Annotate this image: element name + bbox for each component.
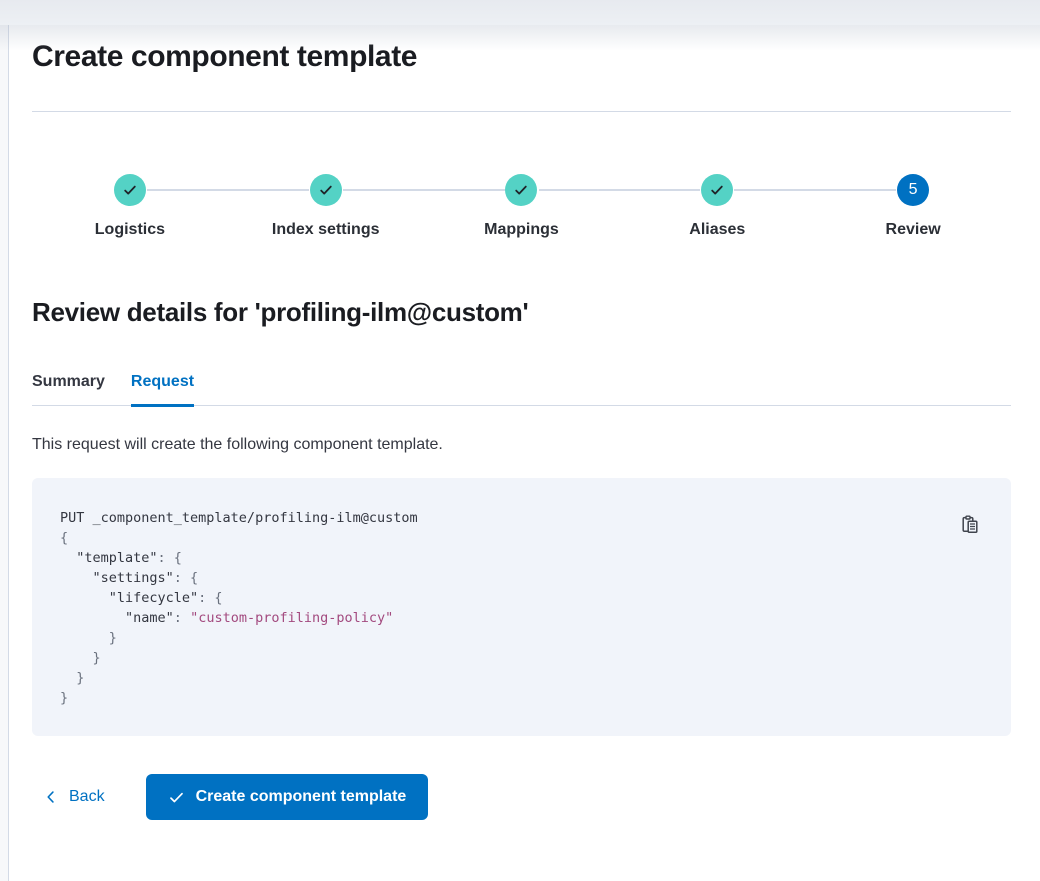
check-icon xyxy=(124,185,136,195)
step-label: Logistics xyxy=(94,221,166,238)
request-code: PUT _component_template/profiling-ilm@cu… xyxy=(60,508,941,708)
chevron-left-icon xyxy=(47,791,54,803)
review-heading: Review details for 'profiling-ilm@custom… xyxy=(32,297,529,327)
step-complete-circle xyxy=(701,174,734,206)
code-line: "settings": { xyxy=(60,570,199,586)
create-template-panel: Create component template Logistics Inde… xyxy=(8,25,1040,881)
code-line: } xyxy=(60,690,69,706)
step-review[interactable]: 5 Review xyxy=(734,174,1011,239)
step-mappings[interactable]: Mappings xyxy=(342,174,620,239)
step-complete-circle xyxy=(309,174,342,206)
back-label: Back xyxy=(69,788,105,805)
title-divider xyxy=(32,111,1011,112)
step-label: Review xyxy=(885,221,941,238)
step-index-settings[interactable]: Index settings xyxy=(146,174,424,239)
code-line: "template": { xyxy=(60,550,182,566)
step-complete-circle xyxy=(505,174,538,206)
page-title: Create component template xyxy=(32,40,418,73)
step-label: Mappings xyxy=(484,221,559,238)
check-icon xyxy=(515,185,528,195)
step-number: 5 xyxy=(908,181,918,198)
copy-clipboard-icon xyxy=(962,515,978,533)
check-icon xyxy=(319,185,332,195)
step-complete-circle xyxy=(113,174,146,206)
step-aliases[interactable]: Aliases xyxy=(538,174,815,239)
create-label: Create component template xyxy=(195,788,407,805)
code-line: "name": "custom-profiling-policy" xyxy=(60,610,394,626)
step-logistics[interactable]: Logistics xyxy=(32,174,228,239)
code-line: PUT _component_template/profiling-ilm@cu… xyxy=(60,510,418,526)
code-line: "lifecycle": { xyxy=(60,590,223,606)
back-button[interactable]: Back xyxy=(44,788,105,806)
tab-request[interactable]: Request xyxy=(130,373,195,407)
code-line: } xyxy=(60,670,85,686)
code-line: } xyxy=(60,630,117,646)
copy-button[interactable] xyxy=(957,512,983,538)
create-component-template-button[interactable]: Create component template xyxy=(145,774,429,820)
page-top-shadow xyxy=(0,0,1040,51)
check-icon xyxy=(711,185,723,195)
code-line: } xyxy=(60,650,101,666)
request-code-block: PUT _component_template/profiling-ilm@cu… xyxy=(32,478,1011,736)
code-line: { xyxy=(60,530,69,546)
footer-actions: Back Create component template xyxy=(32,774,1011,820)
request-description: This request will create the following c… xyxy=(32,436,443,453)
step-label: Aliases xyxy=(689,221,746,238)
step-label: Index settings xyxy=(271,221,380,238)
wizard-stepper: Logistics Index settings Mappings Aliase… xyxy=(32,174,1011,239)
review-tabs: Summary Request xyxy=(32,373,1011,407)
tab-summary[interactable]: Summary xyxy=(32,373,105,407)
check-icon xyxy=(169,792,183,802)
step-current-circle: 5 xyxy=(897,174,930,206)
